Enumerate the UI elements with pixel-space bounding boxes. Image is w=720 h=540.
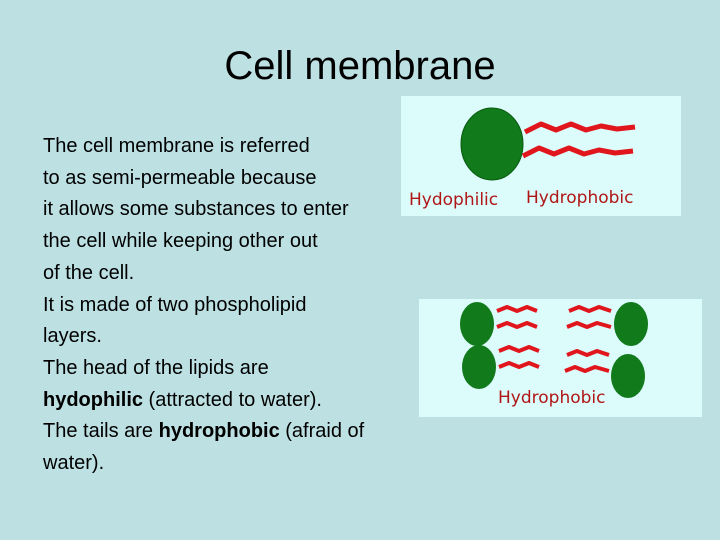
body-line: to as semi-permeable because <box>43 163 443 195</box>
slide-body-text: The cell membrane is referred to as semi-… <box>43 131 443 480</box>
lipid-tail <box>498 361 540 369</box>
body-line: layers. <box>43 321 443 353</box>
lipid-tail <box>498 345 540 353</box>
lipid-tail <box>564 365 610 373</box>
bold-term: hydrophobic <box>158 420 280 443</box>
text-run: it allows some substances to enter <box>43 198 349 221</box>
lipid-tail <box>566 349 610 357</box>
body-line: the cell while keeping other out <box>43 226 443 258</box>
body-line: The head of the lipids are <box>43 353 443 385</box>
hydrophobic-label: Hydrophobic <box>526 188 634 208</box>
body-line: It is made of two phospholipid <box>43 290 443 322</box>
lipid-tail <box>523 121 636 135</box>
text-run: layers. <box>43 325 102 348</box>
phospholipid-drawing <box>460 107 636 181</box>
text-run: (attracted to water). <box>143 388 322 411</box>
body-line: The cell membrane is referred <box>43 131 443 163</box>
hydrophobic-label: Hydrophobic <box>498 388 606 408</box>
text-run: of the cell. <box>43 261 135 284</box>
body-line: water). <box>43 448 443 480</box>
lipid-tail <box>496 305 538 313</box>
lipid-tail <box>521 145 634 159</box>
lipid-tail <box>568 305 612 313</box>
body-line: it allows some substances to enter <box>43 194 443 226</box>
body-line: hydophilic (attracted to water). <box>43 385 443 417</box>
lipid-head <box>462 345 496 389</box>
bilayer-figure: Hydrophobic <box>419 299 702 417</box>
body-line: of the cell. <box>43 258 443 290</box>
lipid-head <box>614 302 648 346</box>
text-run: It is made of two phospholipid <box>43 293 307 316</box>
slide-title: Cell membrane <box>224 44 496 88</box>
bilayer-drawing <box>460 302 648 398</box>
text-run: to as semi-permeable because <box>43 166 317 189</box>
lipid-tail <box>496 321 538 329</box>
text-run: water). <box>43 452 105 475</box>
lipid-head <box>611 354 645 398</box>
text-run: The head of the lipids are <box>43 356 269 379</box>
hydrophilic-label: Hydophilic <box>409 190 499 210</box>
lipid-tail <box>566 321 612 329</box>
lipid-head <box>460 107 524 181</box>
text-run: The tails are <box>43 420 159 443</box>
lipid-head <box>460 302 494 346</box>
body-line: The tails are hydrophobic (afraid of <box>43 416 443 448</box>
bold-term: hydophilic <box>43 388 143 411</box>
text-run: The cell membrane is referred <box>43 135 310 157</box>
text-run: the cell while keeping other out <box>43 230 318 253</box>
phospholipid-figure: Hydophilic Hydrophobic <box>401 96 681 216</box>
text-run: (afraid of <box>279 420 365 443</box>
